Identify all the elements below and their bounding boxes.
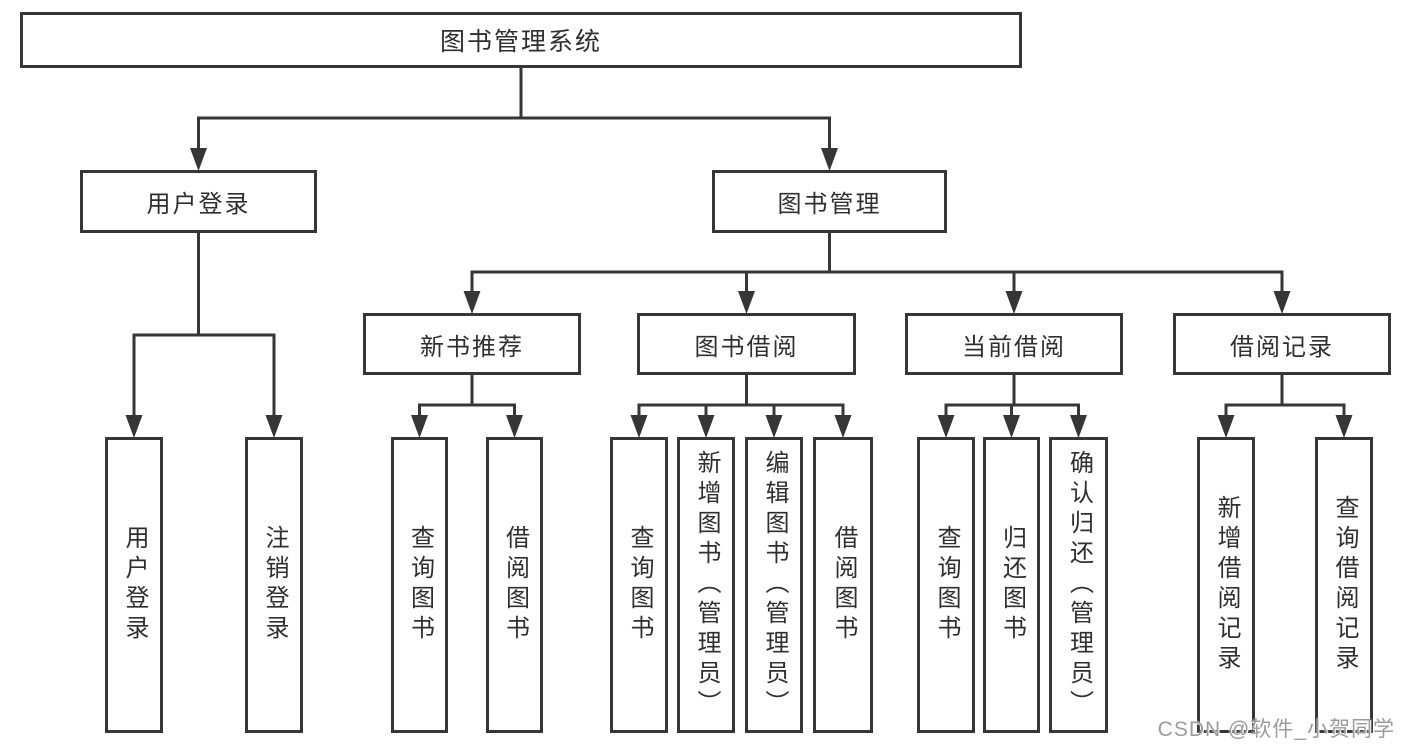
node-v-query-books-1: 查询图书 (391, 437, 448, 733)
node-label-new-book-recommendation: 新书推荐 (420, 333, 524, 361)
node-book-borrowing: 图书借阅 (637, 313, 856, 375)
arrowhead-icon (1335, 415, 1353, 438)
node-root: 图书管理系统 (20, 12, 1022, 68)
node-new-book-recommendation: 新书推荐 (363, 313, 581, 375)
arrowhead-icon (821, 148, 838, 171)
node-label-v-edit-books: 编辑图书（管理员） (761, 450, 788, 720)
node-book-management: 图书管理 (712, 170, 947, 233)
node-label-borrowing-records: 借阅记录 (1230, 333, 1334, 361)
node-label-v-confirm-return: 确认归还（管理员） (1065, 450, 1093, 720)
arrowhead-icon (1217, 415, 1235, 438)
node-v-add-borrow-record: 新增借阅记录 (1197, 437, 1255, 733)
node-label-v-borrow-books-1: 借阅图书 (501, 525, 529, 645)
watermark: CSDN @软件_小贺同学 (1157, 718, 1395, 741)
node-v-query-books-2: 查询图书 (610, 437, 668, 733)
arrowhead-icon (1005, 291, 1023, 314)
node-v-query-books-3: 查询图书 (917, 437, 975, 733)
node-label-v-return-books: 归还图书 (998, 525, 1026, 645)
node-label-v-borrow-books-2: 借阅图书 (830, 525, 857, 645)
node-v-user-login: 用户登录 (105, 437, 163, 733)
node-v-borrow-books-1: 借阅图书 (486, 437, 543, 733)
node-v-return-books: 归还图书 (983, 437, 1040, 733)
connector-current-borrowing (937, 373, 1087, 438)
arrowhead-icon (697, 415, 715, 438)
node-label-v-user-login: 用户登录 (121, 525, 148, 645)
node-label-v-query-books-1: 查询图书 (406, 525, 434, 645)
arrowhead-icon (1070, 415, 1087, 438)
node-v-add-books: 新增图书（管理员） (677, 437, 735, 733)
arrowhead-icon (630, 415, 648, 438)
node-v-edit-books: 编辑图书（管理员） (745, 437, 803, 733)
arrowhead-icon (125, 415, 143, 438)
node-label-v-query-books-2: 查询图书 (626, 525, 653, 645)
node-user-login: 用户登录 (80, 170, 317, 233)
node-v-confirm-return: 确认归还（管理员） (1049, 437, 1108, 733)
node-current-borrowing: 当前借阅 (905, 313, 1123, 375)
arrowhead-icon (1003, 415, 1020, 438)
connector-new-book-recommendation (411, 373, 523, 438)
arrowhead-icon (411, 415, 428, 438)
connector-book-management (463, 231, 1291, 314)
arrowhead-icon (834, 415, 852, 438)
arrowhead-icon (937, 415, 955, 438)
arrowhead-icon (506, 415, 523, 438)
arrowhead-icon (463, 291, 481, 314)
node-label-book-management: 图书管理 (777, 191, 882, 218)
connector-user-login (125, 231, 283, 438)
connector-root (190, 66, 838, 171)
node-v-borrow-books-2: 借阅图书 (813, 437, 873, 733)
arrowhead-icon (265, 415, 283, 438)
connector-borrowing-records (1217, 373, 1353, 438)
arrowhead-icon (738, 291, 755, 314)
node-label-v-add-books: 新增图书（管理员） (693, 450, 720, 720)
node-label-v-query-books-3: 查询图书 (933, 525, 960, 645)
node-label-user-login: 用户登录 (146, 191, 251, 218)
node-v-logout: 注销登录 (245, 437, 303, 733)
arrowhead-icon (1273, 291, 1291, 314)
node-label-root: 图书管理系统 (439, 28, 602, 56)
arrowhead-icon (765, 415, 783, 438)
node-v-query-borrow-record: 查询借阅记录 (1315, 437, 1373, 733)
node-label-v-query-borrow-record: 查询借阅记录 (1331, 495, 1358, 675)
node-label-v-add-borrow-record: 新增借阅记录 (1213, 495, 1240, 675)
node-label-current-borrowing: 当前借阅 (962, 333, 1066, 361)
node-label-v-logout: 注销登录 (261, 525, 288, 645)
arrowhead-icon (190, 148, 207, 171)
node-label-book-borrowing: 图书借阅 (694, 333, 799, 361)
connector-book-borrowing (630, 373, 852, 438)
node-borrowing-records: 借阅记录 (1173, 313, 1391, 375)
